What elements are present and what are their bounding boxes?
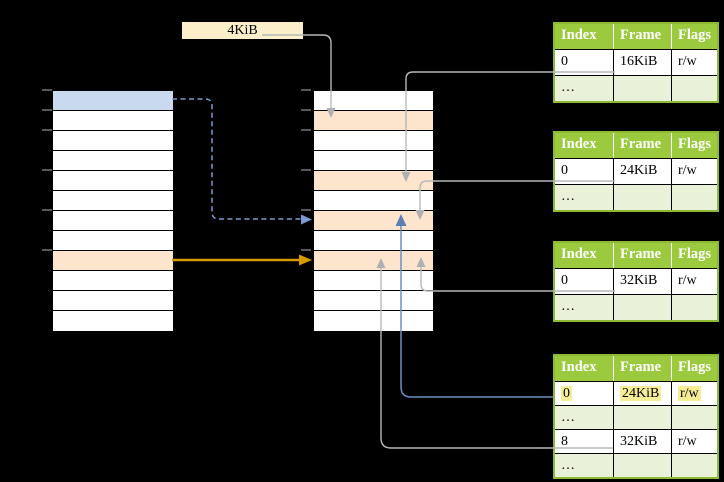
table-cell: 8: [561, 434, 568, 449]
memory-row: [53, 311, 173, 331]
column-header: Index: [555, 243, 613, 268]
table-cell: …: [555, 76, 613, 101]
highlighted-value: 0: [561, 386, 572, 401]
memory-row: [314, 91, 433, 111]
table-cell: …: [555, 454, 613, 477]
table-cell: [613, 406, 671, 429]
memory-row: [53, 151, 173, 171]
table-cell: 0: [561, 163, 568, 178]
table-cell: 24KiB: [613, 382, 671, 405]
table-cell: 24KiB: [613, 159, 671, 184]
table-cell: [671, 295, 717, 320]
memory-row: [53, 271, 173, 291]
physical-memory-table: [313, 90, 434, 332]
column-header: Frame: [613, 356, 671, 381]
memory-row: [314, 131, 433, 151]
table-cell: [613, 454, 671, 477]
memory-row: [53, 251, 173, 271]
memory-row: [314, 291, 433, 311]
table-cell: …: [555, 406, 613, 429]
table-cell: r/w: [671, 269, 717, 294]
table-row: …: [555, 453, 717, 477]
table-row: 0 24KiB r/w: [555, 381, 717, 405]
table-cell: 0: [555, 382, 613, 405]
memory-row: [314, 251, 433, 271]
table-cell: r/w: [671, 50, 717, 75]
table-row: …: [555, 294, 717, 320]
table-cell: 32KiB: [613, 430, 671, 453]
virtual-memory-table: [52, 90, 174, 332]
table-cell: 16KiB: [613, 50, 671, 75]
column-header: Flags: [671, 243, 717, 268]
table-cell: r/w: [671, 159, 717, 184]
table-cell: r/w: [671, 430, 717, 453]
column-header: Index: [555, 133, 613, 158]
memory-row: [53, 171, 173, 191]
table-cell: 0: [561, 273, 568, 288]
memory-row: [53, 291, 173, 311]
table-cell: [671, 454, 717, 477]
column-header: Index: [555, 24, 613, 49]
table-cell: [613, 295, 671, 320]
column-header: Flags: [671, 356, 717, 381]
memory-row: [314, 271, 433, 291]
memory-row: [53, 131, 173, 151]
table-cell: [671, 76, 717, 101]
table-row: …: [555, 75, 717, 101]
memory-row: [53, 231, 173, 251]
table-cell: [671, 406, 717, 429]
memory-row: [53, 91, 173, 111]
table-cell: 0: [561, 54, 568, 69]
memory-row: [314, 211, 433, 231]
highlighted-value: 24KiB: [620, 386, 662, 401]
arrow-virtualpage-to-frame: [172, 98, 301, 220]
table-cell: [613, 76, 671, 101]
table-cell: 32KiB: [613, 269, 671, 294]
column-header: Flags: [671, 24, 717, 49]
arrowhead-right-icon: [301, 214, 312, 225]
memory-row: [314, 151, 433, 171]
page-size-label: 4KiB: [182, 22, 303, 39]
arrowhead-right-icon: [299, 254, 312, 266]
memory-row: [314, 311, 433, 331]
memory-row: [314, 111, 433, 131]
table-cell: …: [555, 295, 613, 320]
column-header: Flags: [671, 133, 717, 158]
table-cell: [671, 185, 717, 210]
table-cell: [613, 185, 671, 210]
column-header: Frame: [613, 133, 671, 158]
table-row: …: [555, 405, 717, 429]
memory-row: [53, 111, 173, 131]
memory-row: [53, 191, 173, 211]
highlighted-value: r/w: [678, 386, 701, 401]
memory-row: [314, 171, 433, 191]
table-cell: …: [555, 185, 613, 210]
column-header: Frame: [613, 243, 671, 268]
memory-row: [314, 191, 433, 211]
table-cell: r/w: [671, 382, 717, 405]
memory-row: [314, 231, 433, 251]
memory-row: [53, 211, 173, 231]
table-row: …: [555, 184, 717, 210]
column-header: Index: [555, 356, 613, 381]
column-header: Frame: [613, 24, 671, 49]
